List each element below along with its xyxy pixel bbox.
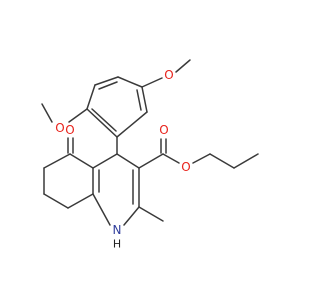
bond — [67, 193, 94, 209]
bond — [116, 111, 148, 138]
bond — [43, 153, 71, 169]
oxygen-label-ester-ether: O — [181, 160, 190, 174]
bond — [117, 76, 143, 88]
cyclohexanone-ring — [43, 153, 94, 209]
bond — [192, 153, 211, 164]
oxygen-label-ketone: O — [65, 123, 74, 137]
bond — [175, 59, 191, 73]
methoxy-left — [41, 103, 88, 123]
bond — [162, 153, 180, 164]
bond — [68, 108, 88, 123]
bond — [209, 153, 235, 169]
bond — [91, 108, 117, 132]
bond — [138, 153, 164, 169]
bond — [92, 193, 111, 226]
aryl-ring — [86, 76, 148, 138]
nitrogen-label: N — [113, 223, 122, 237]
hydrogen-label: H — [113, 238, 121, 251]
dihydropyridine-ring — [92, 153, 140, 226]
oxygen-label-ester-carbonyl: O — [159, 123, 168, 137]
bond — [136, 89, 142, 111]
bond — [233, 153, 259, 169]
bond — [123, 206, 140, 226]
bond — [98, 81, 118, 90]
oxygen-label-methoxy-top: O — [164, 68, 173, 82]
bond — [92, 153, 118, 169]
bond — [94, 76, 119, 86]
bond — [86, 108, 118, 138]
bond — [141, 77, 163, 88]
bond — [141, 86, 148, 113]
bond — [69, 153, 94, 169]
bond — [116, 153, 140, 169]
bond — [41, 103, 53, 123]
methoxy-top — [141, 59, 191, 88]
molecule-canvas: O O O O O N H — [41, 59, 259, 251]
oxygen-label-methoxy-left: O — [55, 121, 64, 135]
bond — [86, 84, 96, 110]
structure-drawing: O O O O O N H — [41, 59, 259, 251]
bond — [138, 206, 164, 222]
bond — [43, 193, 69, 209]
ketone-group — [67, 137, 74, 154]
ester-group — [138, 138, 259, 169]
